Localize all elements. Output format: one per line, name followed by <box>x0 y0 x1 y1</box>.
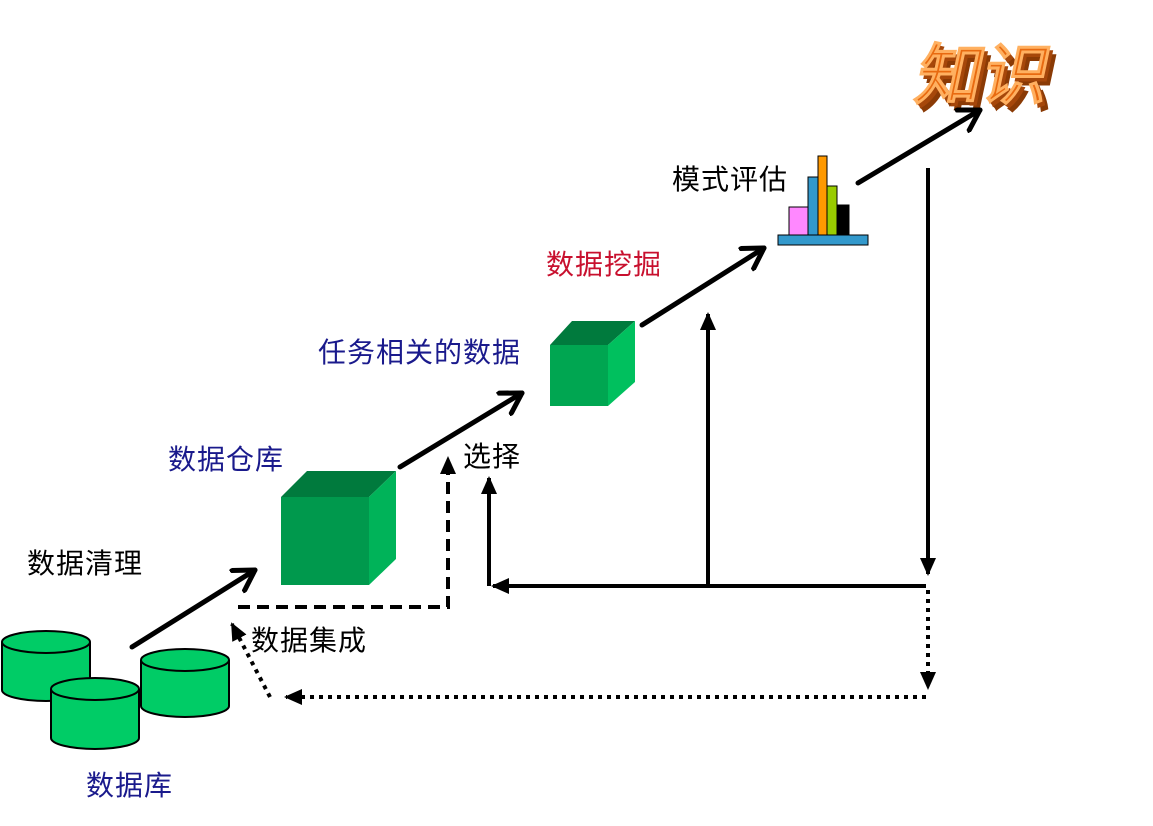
arrow-db-to-warehouse <box>129 567 258 650</box>
label-task-relevant-data: 任务相关的数据 <box>318 336 522 369</box>
knowledge-logo: 知识 知识 知识 <box>909 35 1065 122</box>
task-data-cube-icon <box>550 321 635 406</box>
database-icon <box>0 630 230 750</box>
label-database: 数据库 <box>86 769 174 802</box>
integration-dashed-path <box>238 456 456 609</box>
arrow-warehouse-to-task <box>397 390 525 470</box>
feedback-loop <box>481 168 936 594</box>
dotted-feedback-path <box>230 590 936 705</box>
flow-arrows <box>129 110 983 650</box>
label-data-warehouse: 数据仓库 <box>168 443 285 476</box>
svg-text:知识: 知识 <box>913 40 1062 118</box>
warehouse-cube-icon <box>281 471 396 585</box>
bar-chart-icon <box>777 155 869 246</box>
label-selection: 选择 <box>463 440 522 473</box>
label-data-integration: 数据集成 <box>251 624 368 657</box>
label-data-mining: 数据挖掘 <box>546 248 663 281</box>
label-data-cleaning: 数据清理 <box>27 547 144 580</box>
arrow-eval-to-knowledge <box>855 110 983 186</box>
arrow-task-to-eval <box>639 245 767 328</box>
svg-text:知识: 知识 <box>910 36 1059 114</box>
svg-text:知识: 知识 <box>916 44 1065 122</box>
label-pattern-evaluation: 模式评估 <box>672 163 789 196</box>
